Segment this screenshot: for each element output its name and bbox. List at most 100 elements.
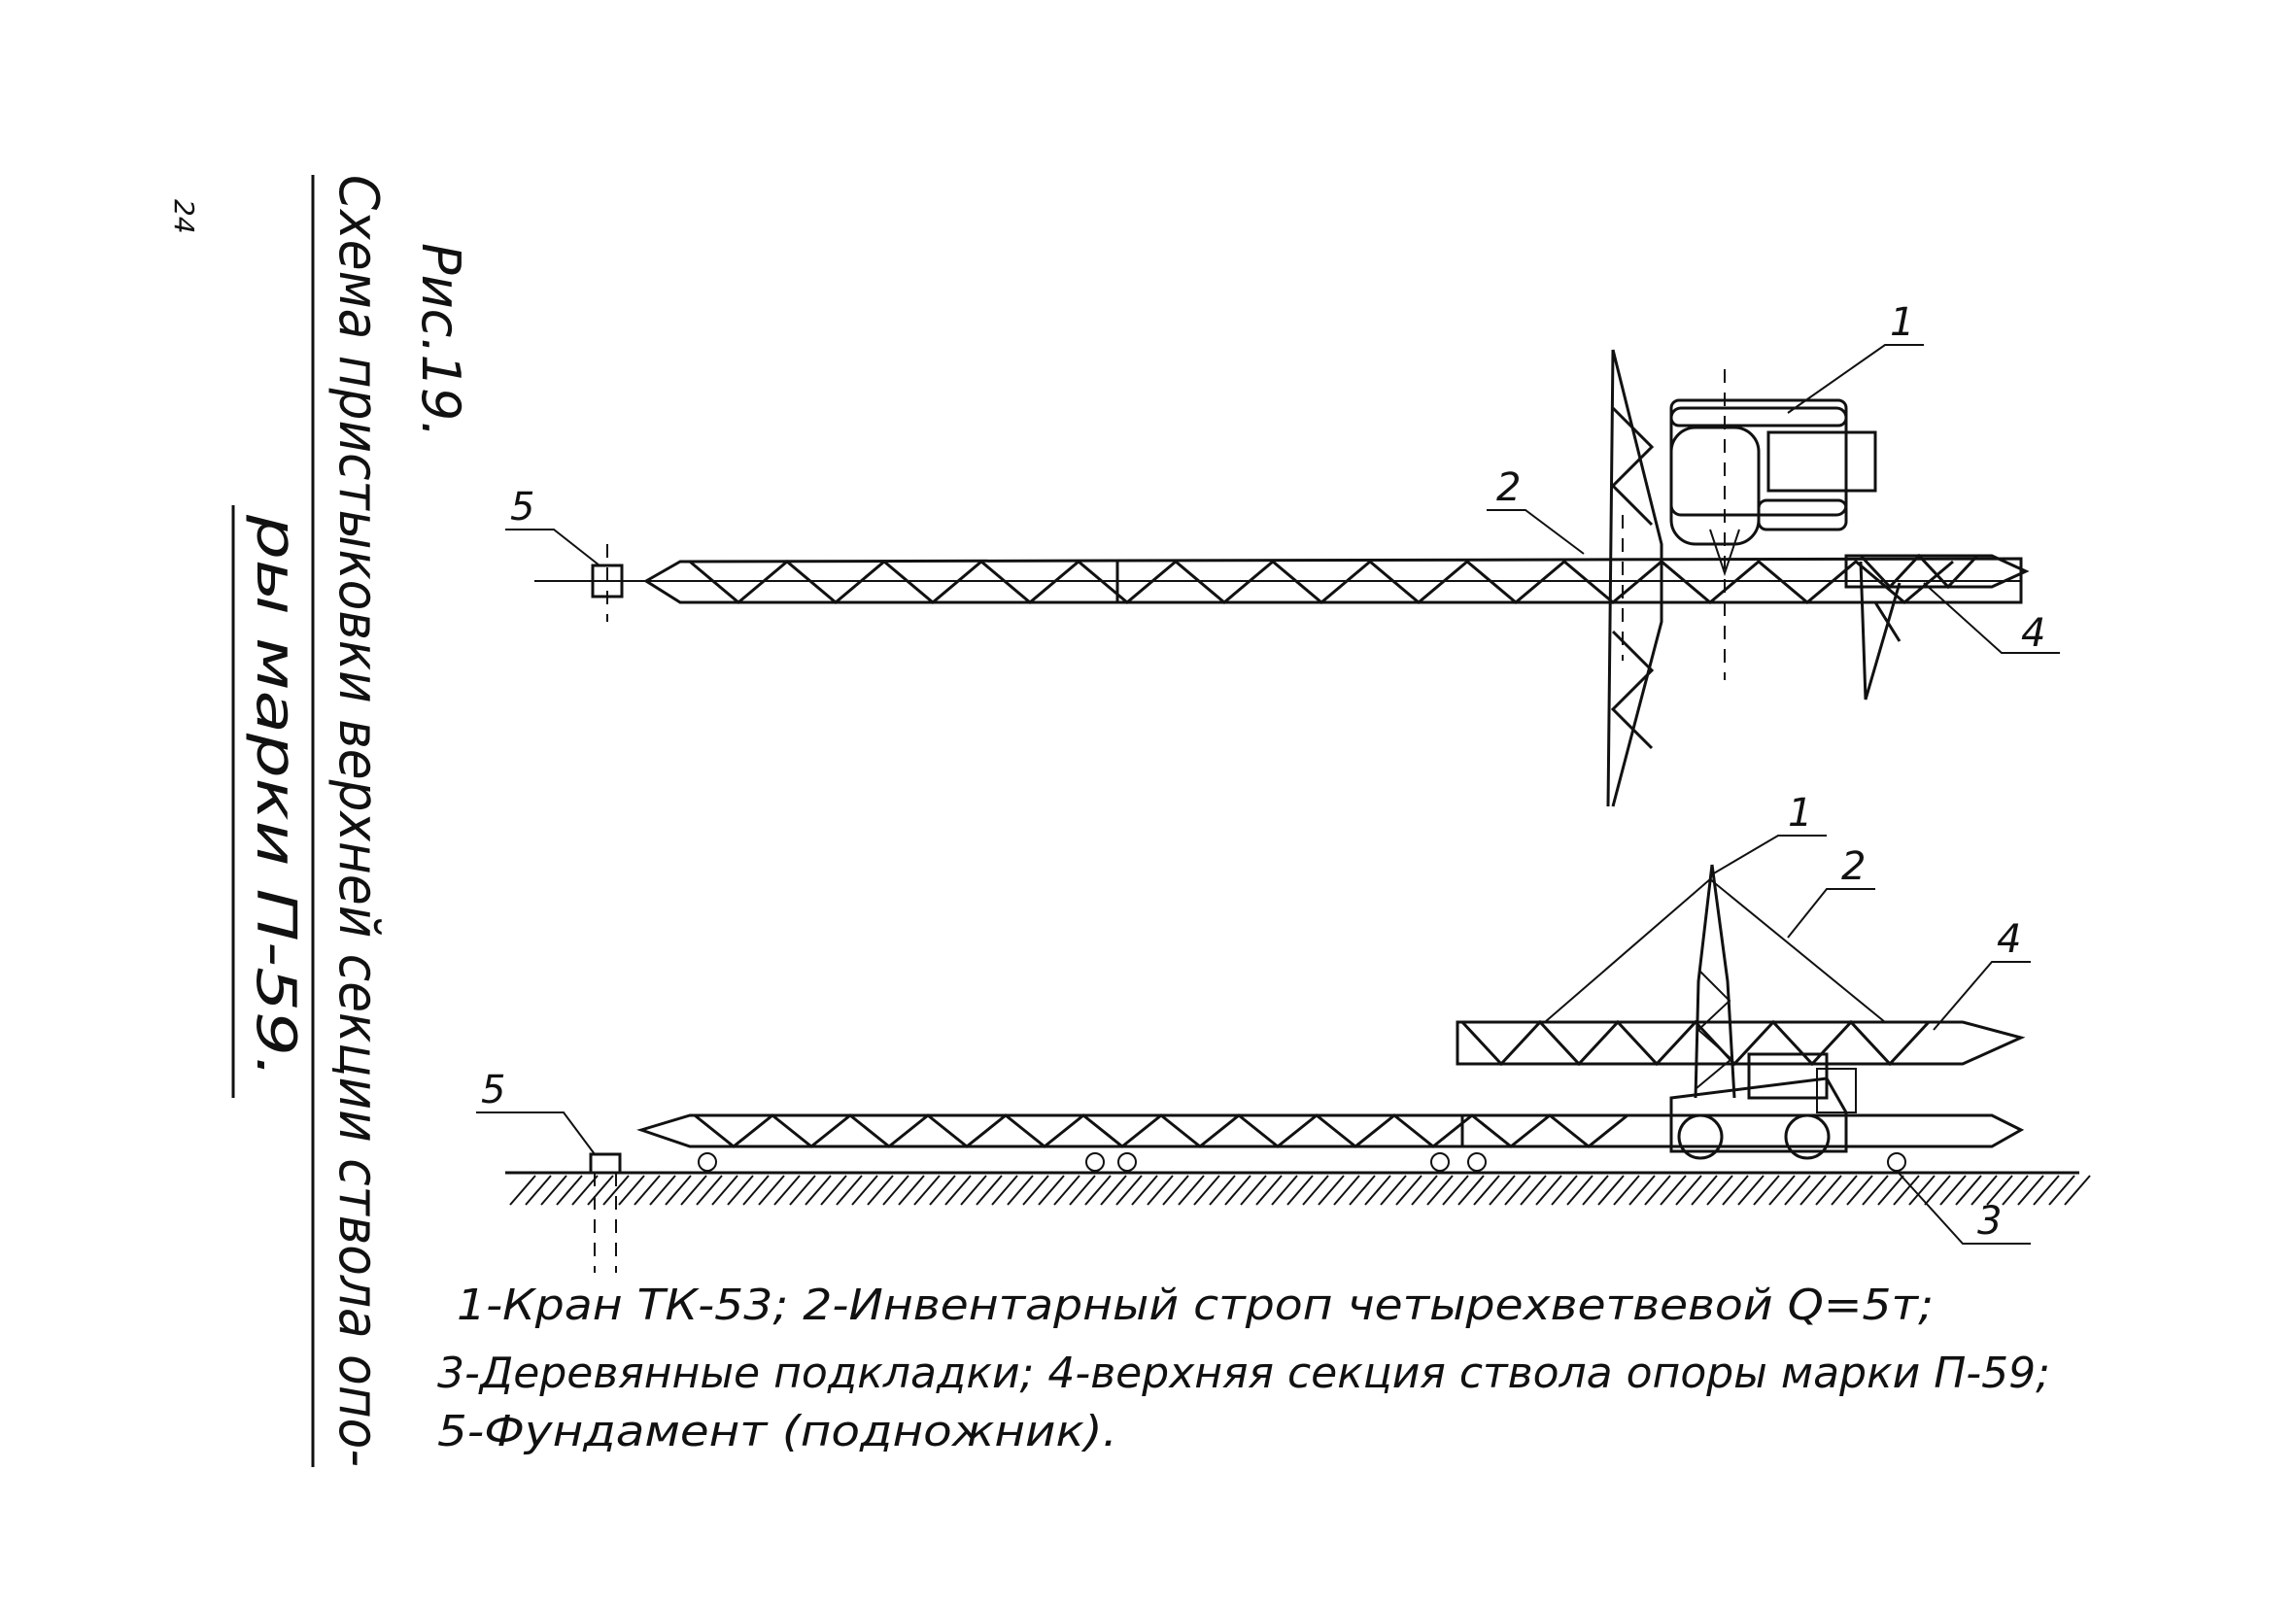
ground-hatch-stroke xyxy=(587,1175,614,1206)
ground-hatch-stroke xyxy=(1286,1175,1314,1206)
ground-hatch-stroke xyxy=(1535,1175,1562,1206)
ground-hatch-stroke xyxy=(1613,1175,1640,1206)
ground-hatch-stroke xyxy=(1691,1175,1718,1206)
ground-hatch-stroke xyxy=(1100,1175,1127,1206)
ground-hatch-stroke xyxy=(960,1175,987,1206)
ground-hatch-stroke xyxy=(1753,1175,1780,1206)
ground-hatch-stroke xyxy=(1162,1175,1189,1206)
bottom-callout-3: 3 xyxy=(1977,1199,2002,1244)
crane-engine-grille xyxy=(1816,1068,1857,1113)
ground-hatch-stroke xyxy=(1084,1175,1112,1206)
ground-hatch-stroke xyxy=(540,1175,567,1206)
top-callout-4: 4 xyxy=(2021,611,2045,656)
bottom-callout-3-leader xyxy=(1896,1170,2031,1245)
bottom-view xyxy=(476,835,2091,1273)
ground-hatch-stroke xyxy=(1597,1175,1625,1206)
ground-hatch-stroke xyxy=(1489,1175,1516,1206)
bottom-callout-2-leader xyxy=(1787,888,1875,939)
ground-hatch-stroke xyxy=(976,1175,1003,1206)
legend-line-3: 5-Фундамент (подножник). xyxy=(437,1407,1117,1456)
ground-hatch-stroke xyxy=(1768,1175,1796,1206)
top-callout-1: 1 xyxy=(1890,300,1914,345)
bottom-callout-5: 5 xyxy=(481,1068,505,1112)
ground-hatch-stroke xyxy=(805,1175,832,1206)
ground-hatch-stroke xyxy=(1209,1175,1236,1206)
top-callout-1-leader xyxy=(1787,344,1924,414)
ground-hatch-stroke xyxy=(1737,1175,1765,1206)
ground-hatch-stroke xyxy=(1411,1175,1438,1206)
ground-hatch-stroke xyxy=(509,1175,536,1206)
ground-hatch-stroke xyxy=(1193,1175,1220,1206)
ground-hatching xyxy=(509,1175,2091,1206)
bottom-upper-section xyxy=(1456,1020,2026,1066)
ground-hatch-stroke xyxy=(1457,1175,1485,1206)
ground-hatch-stroke xyxy=(1877,1175,1904,1206)
top-callout-4-leader xyxy=(1923,582,2060,654)
ground-hatch-stroke xyxy=(1831,1175,1858,1206)
top-callout-5: 5 xyxy=(510,485,534,530)
ground-hatch-stroke xyxy=(2048,1175,2075,1206)
bottom-callout-4-leader xyxy=(1933,961,2031,1031)
ground-hatch-stroke xyxy=(1349,1175,1376,1206)
ground-hatch-stroke xyxy=(1240,1175,1267,1206)
ground-hatch-stroke xyxy=(1706,1175,1733,1206)
ground-hatch-stroke xyxy=(929,1175,956,1206)
ground-hatch-stroke xyxy=(634,1175,661,1206)
crane-body xyxy=(1669,1077,1848,1153)
ground-hatch-stroke xyxy=(556,1175,583,1206)
ground-hatch-stroke xyxy=(991,1175,1018,1206)
ground-hatch-stroke xyxy=(2033,1175,2060,1206)
top-crane-track-lower xyxy=(1757,498,1848,531)
ground-hatch-stroke xyxy=(758,1175,785,1206)
ground-hatch-stroke xyxy=(1862,1175,1889,1206)
crane-wheel-rear xyxy=(1784,1113,1831,1160)
ground-hatch-stroke xyxy=(1799,1175,1827,1206)
ground-hatch-stroke xyxy=(602,1175,630,1206)
ground-hatch-stroke xyxy=(1955,1175,1982,1206)
top-callout-2: 2 xyxy=(1496,465,1521,510)
ground-hatch-stroke xyxy=(1939,1175,1967,1206)
top-crane-engine xyxy=(1766,430,1877,493)
top-cross-member xyxy=(1859,561,1902,701)
figure-label: Рис.19. xyxy=(410,243,471,437)
ground-hatch-stroke xyxy=(789,1175,816,1206)
ground-hatch-stroke xyxy=(1255,1175,1283,1206)
crane-cab xyxy=(1747,1052,1829,1100)
bottom-callout-2: 2 xyxy=(1841,844,1866,889)
figure-title-line2: ры марки П-59. xyxy=(244,514,307,1078)
ground-hatch-stroke xyxy=(618,1175,645,1206)
ground-hatch-stroke xyxy=(944,1175,972,1206)
ground-hatch-stroke xyxy=(820,1175,847,1206)
crane-wheel-front xyxy=(1677,1113,1724,1160)
top-upper-lacing xyxy=(1859,553,1979,590)
bottom-callout-1-leader xyxy=(1711,835,1827,875)
bottom-truss-lacing xyxy=(694,1113,1628,1148)
top-mast-lacing xyxy=(1610,406,1655,750)
ground-hatch-stroke xyxy=(1660,1175,1687,1206)
wooden-pads xyxy=(698,1152,1906,1172)
ground-hatch-stroke xyxy=(898,1175,925,1206)
ground-hatch-stroke xyxy=(1628,1175,1656,1206)
bottom-truss-outline xyxy=(636,1113,2025,1148)
ground-hatch-stroke xyxy=(1908,1175,1936,1206)
ground-hatch-stroke xyxy=(1053,1175,1080,1206)
ground-hatch-stroke xyxy=(1582,1175,1609,1206)
ground-hatch-stroke xyxy=(1893,1175,1920,1206)
ground-hatch-stroke xyxy=(1551,1175,1578,1206)
ground-hatch-stroke xyxy=(1178,1175,1205,1206)
sling-lines xyxy=(1544,878,1886,1023)
ground-hatch-stroke xyxy=(742,1175,770,1206)
ground-hatch-stroke xyxy=(1504,1175,1531,1206)
ground-hatch-stroke xyxy=(1022,1175,1049,1206)
bottom-callout-1: 1 xyxy=(1788,791,1812,836)
top-crane-sling xyxy=(1709,529,1740,577)
ground-hatch-stroke xyxy=(836,1175,863,1206)
ground-hatch-stroke xyxy=(1380,1175,1407,1206)
ground-hatch-stroke xyxy=(1115,1175,1143,1206)
ground-hatch-stroke xyxy=(1224,1175,1251,1206)
top-callout-2-leader xyxy=(1487,509,1585,555)
ground-hatch-stroke xyxy=(665,1175,692,1206)
ground-hatch-stroke xyxy=(1318,1175,1345,1206)
ground-hatch-stroke xyxy=(525,1175,552,1206)
